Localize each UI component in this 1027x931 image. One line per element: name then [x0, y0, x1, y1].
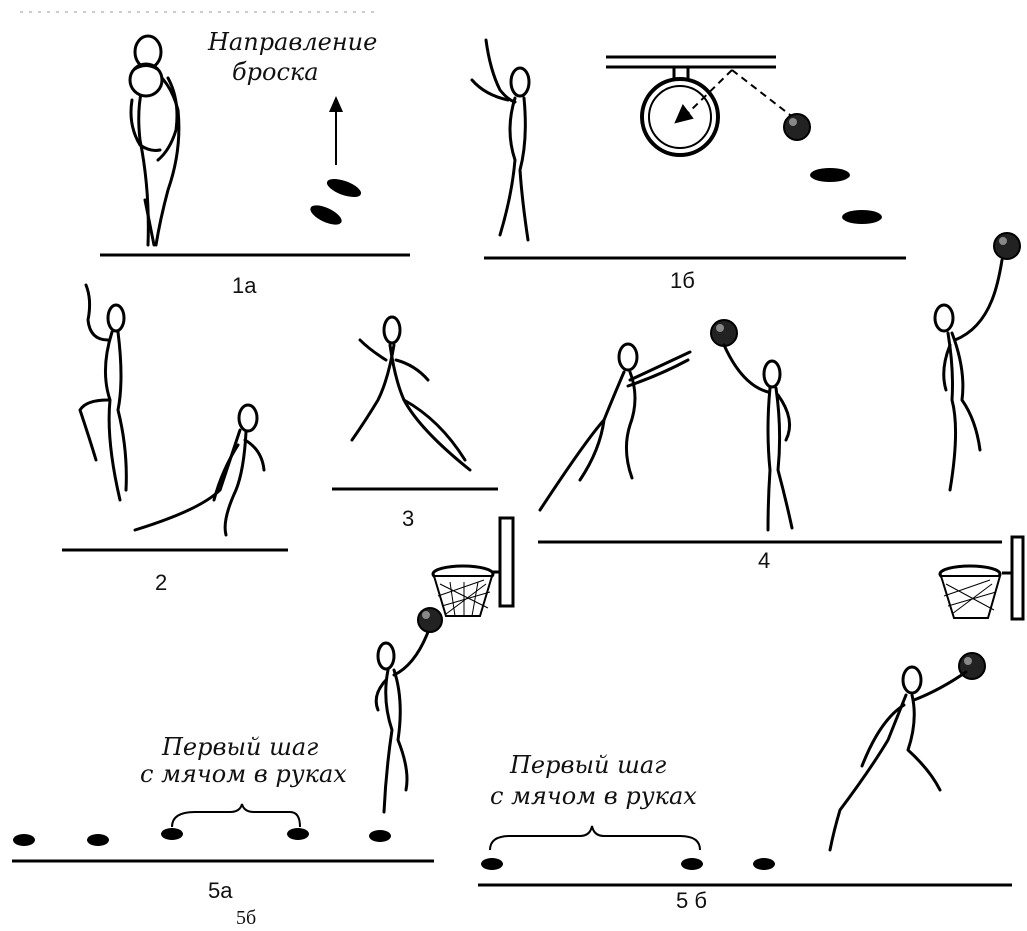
label-5b-bottom: 5б: [236, 907, 256, 929]
footprint-icons-5b: [481, 858, 775, 870]
ball-1a: [128, 62, 164, 98]
ball-1b: [783, 113, 811, 141]
caption-first-step-a-line1: Первый шаг: [161, 733, 318, 761]
player-5a-figure: [374, 630, 430, 814]
panel-4: 4: [538, 232, 1021, 573]
caption-first-step-b-line2: с мячом в руках: [490, 782, 697, 810]
label-2: 2: [155, 570, 167, 595]
panel-5a: Первый шаг с мячом в руках 5а: [12, 516, 515, 903]
player-5b-figure: [828, 665, 968, 852]
player-4a-figure: [538, 342, 692, 512]
label-3: 3: [402, 506, 414, 531]
brace-icon-5b: [489, 825, 701, 851]
player-2b-figure: [133, 403, 266, 537]
backboard-5a: [490, 516, 515, 608]
label-5b-partial: 5 б: [676, 888, 707, 913]
arrow-up-icon: [329, 96, 343, 165]
caption-first-step-a-line2: с мячом в руках: [140, 760, 347, 788]
label-5a: 5а: [208, 878, 233, 903]
panel-5b: Первый шаг с мячом в руках 5 б: [478, 535, 1025, 913]
caption-throw-direction-line2: броска: [232, 58, 319, 86]
backboard-5b: [1002, 535, 1025, 621]
panel-3: 3: [332, 315, 498, 531]
ball-path-dashed: [674, 69, 795, 124]
footprint-icons-5a: [13, 828, 391, 846]
basket-net-5a-icon: [431, 564, 495, 617]
caption-first-step-b-line1: Первый шаг: [509, 751, 666, 779]
player-2a-figure: [78, 283, 128, 502]
footprint-icons-1b: [810, 168, 882, 224]
player-3-figure: [350, 315, 472, 472]
footprint-icons-1a: [310, 178, 362, 225]
player-4b-figure: [722, 343, 794, 532]
player-4c-figure: [933, 258, 1004, 492]
ball-5a: [417, 607, 443, 633]
ball-4c: [993, 232, 1021, 260]
label-1a: 1а: [232, 273, 257, 298]
player-1b-figure: [470, 38, 531, 242]
basket-net-5b-icon: [938, 564, 1002, 619]
panel-1b: 1б: [470, 38, 906, 293]
panel-2: 2: [62, 283, 288, 595]
label-4: 4: [758, 548, 770, 573]
backboard-1b: [606, 55, 776, 80]
label-1b: 1б: [670, 268, 695, 293]
caption-throw-direction-line1: Направление: [207, 28, 377, 56]
hoop-ring-1b: [640, 77, 720, 157]
ball-4a: [710, 319, 738, 347]
panel-1a: Направление броска 1а: [100, 28, 410, 298]
brace-icon-5a: [171, 803, 301, 828]
